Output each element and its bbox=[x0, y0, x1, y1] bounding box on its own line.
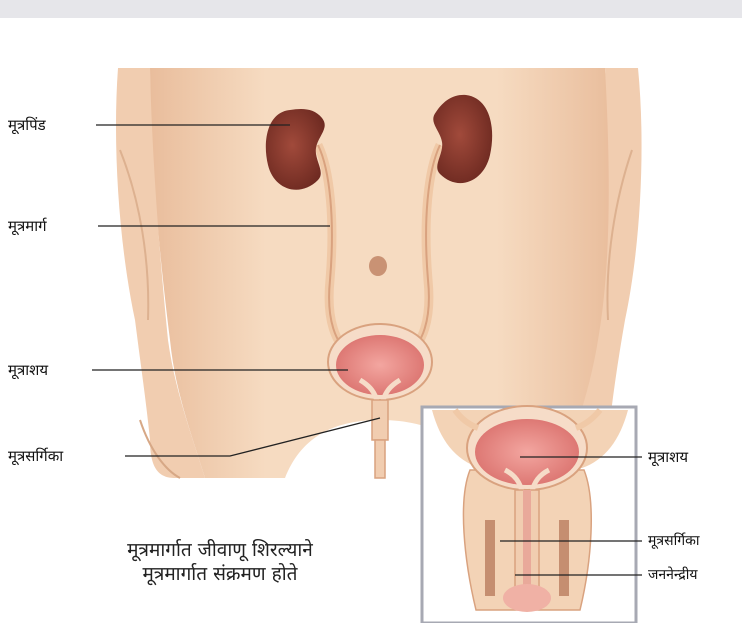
inset-label-urethra: मूत्रसर्गिका bbox=[648, 532, 699, 550]
label-bladder: मूत्राशय bbox=[8, 361, 48, 379]
caption: मूत्रमार्गात जीवाणू शिरल्याने मूत्रमार्ग… bbox=[70, 538, 370, 586]
navel bbox=[369, 256, 387, 276]
label-urethra: मूत्रसर्गिका bbox=[8, 447, 63, 465]
inset-panel bbox=[422, 406, 636, 623]
label-ureter: मूत्रमार्ग bbox=[8, 217, 47, 235]
inset-label-genital: जननेन्द्रीय bbox=[648, 566, 697, 584]
caption-line-2: मूत्रमार्गात संक्रमण होते bbox=[70, 562, 370, 586]
inset-label-bladder: मूत्राशय bbox=[648, 448, 688, 466]
caption-line-1: मूत्रमार्गात जीवाणू शिरल्याने bbox=[70, 538, 370, 562]
label-kidney: मूत्रपिंड bbox=[8, 116, 46, 134]
